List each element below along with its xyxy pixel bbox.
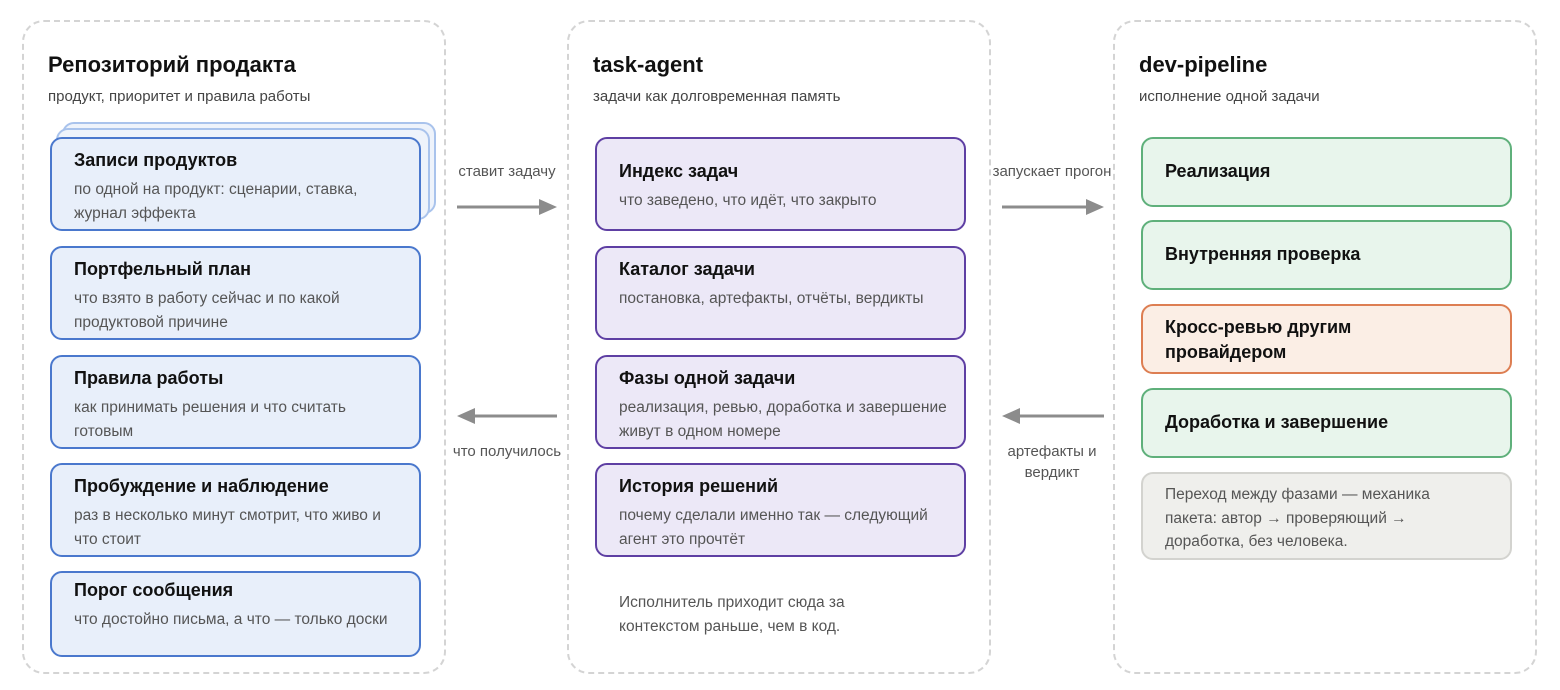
arrow-left-icon — [1002, 408, 1104, 424]
card-description: раз в несколько минут смотрит, что живо … — [74, 507, 381, 548]
card-product-records: Записи продуктов по одной на продукт: сц… — [50, 137, 421, 231]
card-description: что заведено, что идёт, что закрыто — [619, 192, 877, 209]
card-description: постановка, артефакты, отчёты, вердикты — [619, 290, 924, 307]
card-title: Индекс задач — [619, 161, 739, 181]
card-description: что достойно письма, а что — только доск… — [74, 611, 388, 628]
card-title: Фазы одной задачи — [619, 368, 796, 388]
card-title: История решений — [619, 476, 779, 496]
card-portfolio-plan: Портфельный план что взято в работу сейч… — [50, 246, 421, 340]
panel-subtitle: продукт, приоритет и правила работы — [48, 88, 311, 105]
panel-title: task-agent — [593, 52, 704, 77]
arrow-label-artifacts-verdict: артефакты и вердикт — [1007, 443, 1097, 481]
card-title: Внутренняя проверка — [1165, 244, 1361, 264]
panel-subtitle: исполнение одной задачи — [1139, 88, 1320, 105]
card-rework-completion: Доработка и завершение — [1141, 388, 1512, 458]
card-description: реализация, ревью, доработка и завершени… — [619, 399, 947, 440]
card-task-index: Индекс задач что заведено, что идёт, что… — [595, 137, 966, 231]
card-message-threshold: Порог сообщения что достойно письма, а ч… — [50, 571, 421, 657]
card-description: что взято в работу сейчас и по какой про… — [74, 290, 340, 331]
card-title: Доработка и завершение — [1165, 412, 1389, 432]
card-description: как принимать решения и что считать гото… — [74, 399, 346, 440]
card-description: Переход между фазами — механика пакета: … — [1165, 486, 1430, 550]
card-internal-check: Внутренняя проверка — [1141, 220, 1512, 290]
card-phase-transition-note: Переход между фазами — механика пакета: … — [1141, 472, 1512, 560]
card-title: Пробуждение и наблюдение — [74, 476, 329, 496]
card-cross-review: Кросс-ревью другим провайдером — [1141, 304, 1512, 374]
arrow-right-icon — [1002, 199, 1104, 215]
card-implementation: Реализация — [1141, 137, 1512, 207]
card-title: Портфельный план — [74, 259, 252, 279]
arrow-label-sets-task: ставит задачу — [458, 163, 556, 180]
card-description: почему сделали именно так — следующий аг… — [619, 507, 928, 548]
arrow-right-icon — [457, 199, 557, 215]
dev-pipeline-panel: dev-pipeline исполнение одной задачи Реа… — [1113, 20, 1537, 674]
card-description: по одной на продукт: сценарии, ставка, ж… — [74, 181, 358, 222]
card-title: Кросс-ревью другим провайдером — [1165, 317, 1352, 362]
task-agent-note: Исполнитель приходит сюда за контекстом … — [619, 594, 845, 635]
card-title: Порог сообщения — [74, 580, 234, 600]
arrow-label-launches-run: запускает прогон — [992, 163, 1112, 180]
card-title: Каталог задачи — [619, 259, 755, 279]
panel-title: dev-pipeline — [1139, 52, 1268, 77]
product-repository-panel: Репозиторий продакта продукт, приоритет … — [22, 20, 446, 674]
arrow-label-result: что получилось — [452, 443, 562, 460]
card-decision-history: История решений почему сделали именно та… — [595, 463, 966, 557]
task-agent-panel: task-agent задачи как долговременная пам… — [567, 20, 991, 674]
card-title: Реализация — [1165, 161, 1271, 181]
card-work-rules: Правила работы как принимать решения и ч… — [50, 355, 421, 449]
panel-subtitle: задачи как долговременная память — [593, 88, 841, 105]
panel-title: Репозиторий продакта — [48, 52, 296, 77]
card-task-catalog: Каталог задачи постановка, артефакты, от… — [595, 246, 966, 340]
card-title: Правила работы — [74, 368, 224, 388]
card-task-phases: Фазы одной задачи реализация, ревью, дор… — [595, 355, 966, 449]
card-title: Записи продуктов — [74, 150, 238, 170]
card-wakeup-observation: Пробуждение и наблюдение раз в несколько… — [50, 463, 421, 557]
arrow-left-icon — [457, 408, 557, 424]
